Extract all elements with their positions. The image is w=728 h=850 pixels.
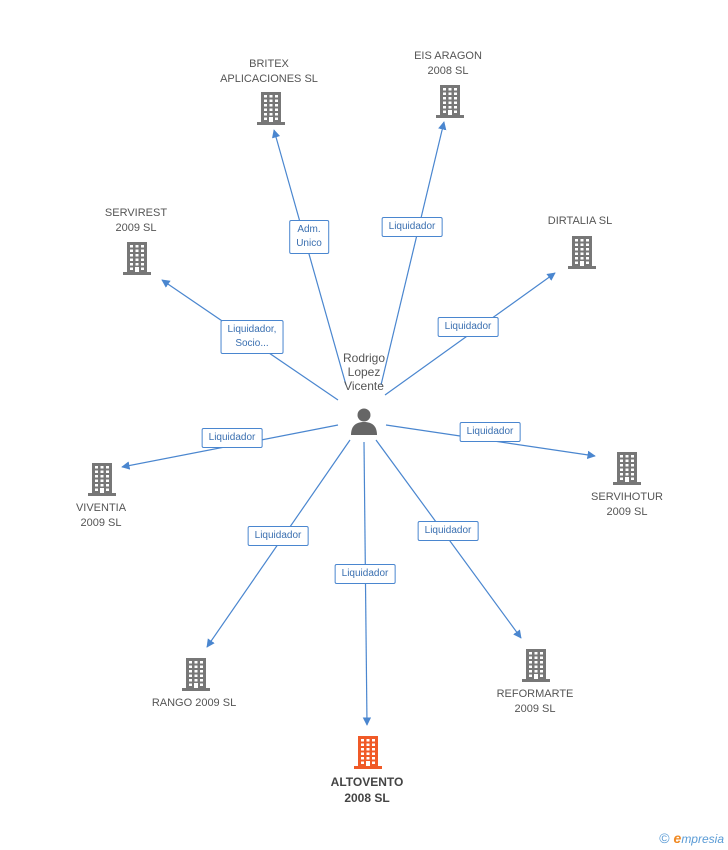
relation-label-altovento[interactable]: Liquidador <box>334 564 396 584</box>
building-icon[interactable] <box>434 83 466 124</box>
relation-label-servihotur[interactable]: Liquidador <box>459 422 521 442</box>
company-label-dirtalia[interactable]: DIRTALIA SL <box>547 215 613 227</box>
building-icon[interactable] <box>611 450 643 491</box>
building-icon[interactable] <box>520 647 552 688</box>
relation-label-rango[interactable]: Liquidador <box>247 526 309 546</box>
relation-label-viventia[interactable]: Liquidador <box>201 428 263 448</box>
relation-edge-britex <box>272 129 347 386</box>
building-icon[interactable] <box>352 734 384 775</box>
building-icon[interactable] <box>566 234 598 275</box>
relation-label-servirest[interactable]: Liquidador,Socio... <box>220 320 284 354</box>
relation-label-reformarte[interactable]: Liquidador <box>417 521 479 541</box>
relation-label-dirtalia[interactable]: Liquidador <box>437 317 499 337</box>
copyright-icon: © <box>659 830 670 846</box>
building-icon[interactable] <box>180 656 212 697</box>
relation-edge-eis-aragon <box>380 121 447 386</box>
building-icon[interactable] <box>255 90 287 131</box>
empresia-logo: empresia <box>673 830 724 846</box>
company-label-rango[interactable]: RANGO 2009 SL <box>151 697 237 709</box>
footer-brand[interactable]: © empresia <box>659 830 724 846</box>
building-icon[interactable] <box>86 461 118 502</box>
relation-label-britex[interactable]: Adm.Unico <box>289 220 329 254</box>
building-icon[interactable] <box>121 240 153 281</box>
person-icon[interactable] <box>349 406 379 441</box>
relation-label-eis-aragon[interactable]: Liquidador <box>381 217 443 237</box>
